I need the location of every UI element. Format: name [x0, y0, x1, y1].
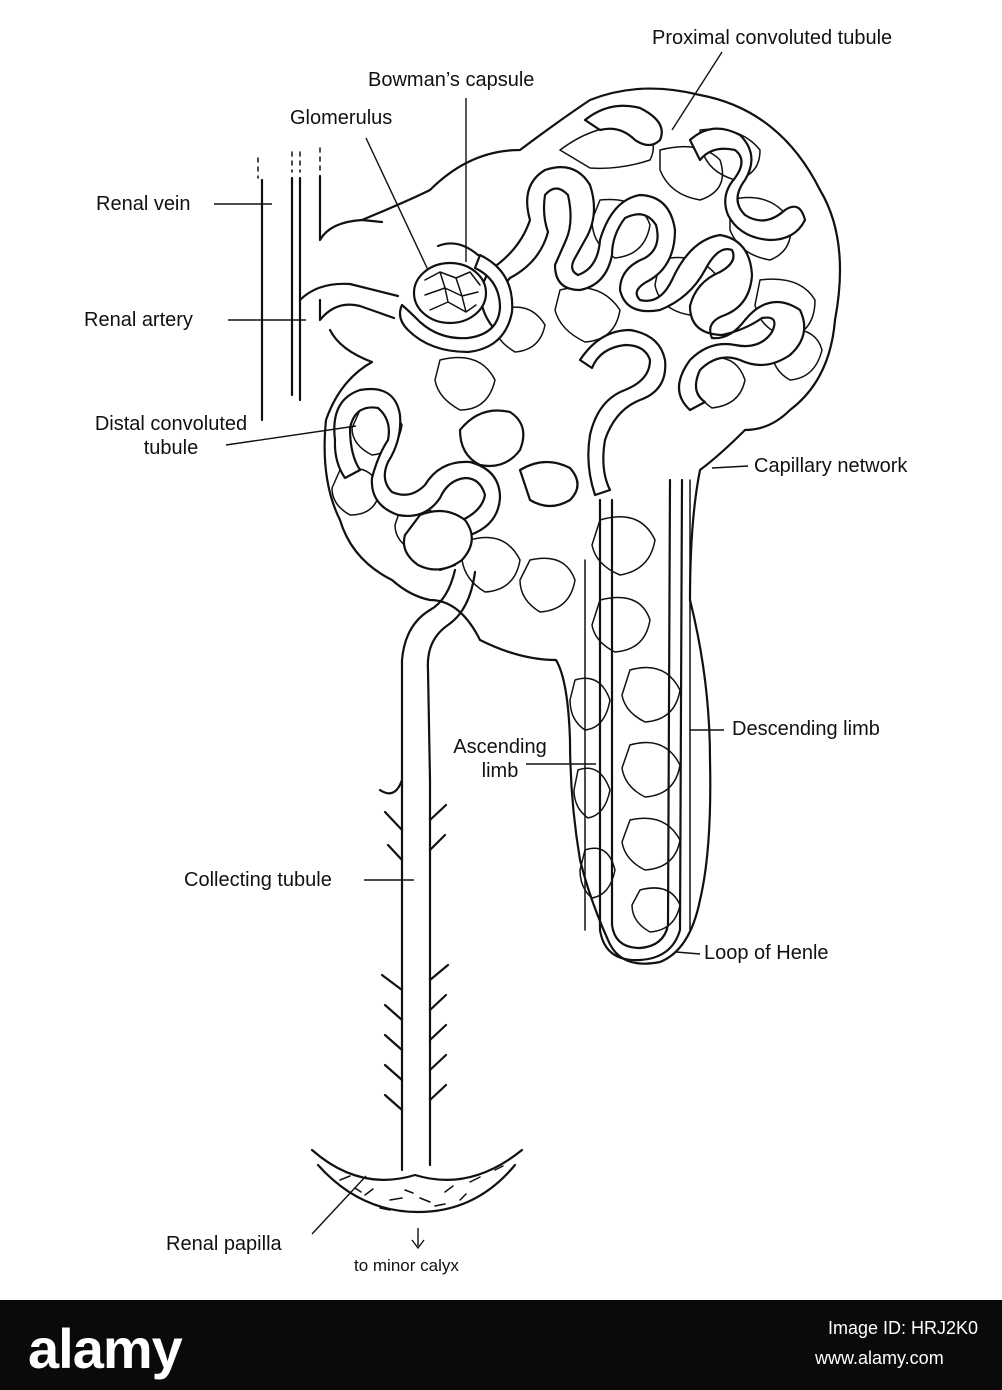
- label-loop-of-henle: Loop of Henle: [704, 942, 829, 964]
- loop-of-henle: [584, 478, 691, 962]
- label-renal-vein: Renal vein: [96, 193, 191, 215]
- stock-banner: [0, 1300, 1002, 1390]
- renal-papilla: [310, 1148, 524, 1214]
- stock-url[interactable]: www.alamy.com: [815, 1348, 944, 1368]
- label-proximal-convoluted-tubule: Proximal convoluted tubule: [652, 27, 893, 49]
- label-descending-limb: Descending limb: [732, 718, 880, 740]
- collecting-tubule: [378, 568, 477, 1172]
- label-to-minor-calyx: to minor calyx: [354, 1256, 459, 1275]
- label-renal-artery: Renal artery: [84, 309, 193, 331]
- to-minor-calyx-arrow: [411, 1228, 425, 1250]
- label-glomerulus: Glomerulus: [290, 107, 393, 129]
- leader-lines: [214, 51, 749, 1235]
- distal-convoluted-tubule: [333, 387, 579, 572]
- label-ascending-line-1: Ascending: [453, 736, 547, 758]
- bowmans-capsule: [398, 242, 514, 354]
- label-bowmans-capsule: Bowman’s capsule: [368, 69, 535, 91]
- renal-vessels: [257, 147, 400, 422]
- nephron-diagram: [214, 51, 842, 1250]
- label-distal-line-2: tubule: [143, 437, 199, 459]
- label-collecting-tubule: Collecting tubule: [184, 869, 332, 891]
- label-distal-line-1: Distal convoluted: [94, 413, 248, 435]
- label-ascending-line-2: limb: [481, 760, 519, 782]
- label-ascending-limb: Ascending limb: [440, 735, 560, 783]
- label-capillary-network: Capillary network: [754, 455, 908, 477]
- proximal-convoluted-tubule: [480, 104, 807, 497]
- stock-image-id: Image ID: HRJ2K0: [828, 1318, 979, 1338]
- label-distal-convoluted-tubule: Distal convoluted tubule: [78, 412, 264, 460]
- label-renal-papilla: Renal papilla: [166, 1233, 282, 1255]
- glomerulus: [412, 261, 488, 325]
- stock-logo[interactable]: alamy: [28, 1317, 183, 1380]
